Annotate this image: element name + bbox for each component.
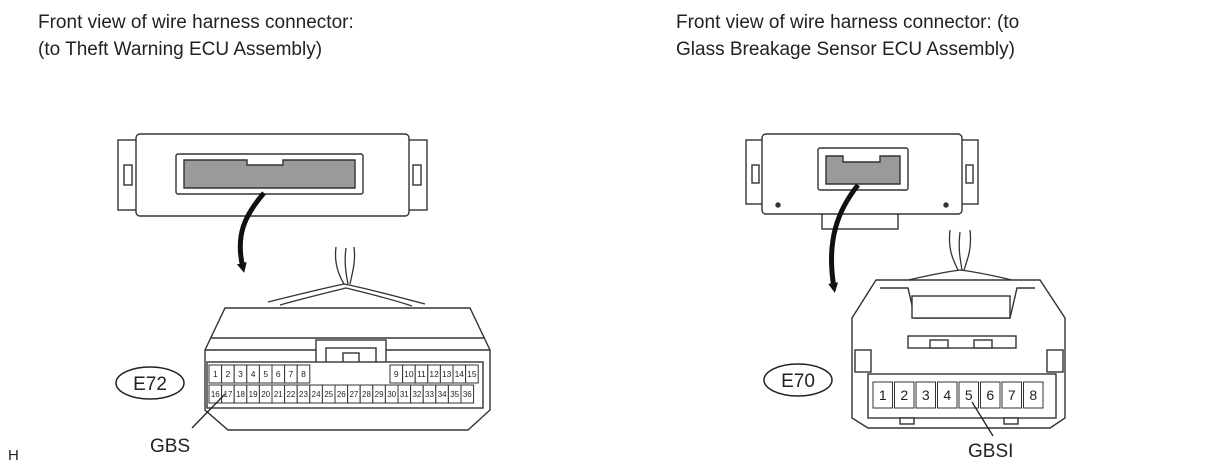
corner-mark: H bbox=[8, 447, 19, 464]
mating-arrow-right bbox=[828, 183, 860, 293]
left-bottom-pin: 22 bbox=[286, 390, 295, 399]
left-bottom-pin: 20 bbox=[261, 390, 270, 399]
left-top-pin: 3 bbox=[238, 369, 243, 379]
left-top-pin-cell bbox=[296, 364, 311, 384]
right-pin: 6 bbox=[986, 387, 994, 403]
right-pin: 4 bbox=[943, 387, 951, 403]
left-top-pin: 4 bbox=[251, 369, 256, 379]
left-top-pin: 2 bbox=[226, 369, 231, 379]
right-pin: 8 bbox=[1029, 387, 1037, 403]
left-connector-code-badge bbox=[115, 366, 185, 400]
right-pin-cell bbox=[872, 381, 893, 409]
left-bottom-pin: 25 bbox=[324, 390, 333, 399]
left-top-pin: 11 bbox=[417, 369, 426, 379]
ecu-left-ear-slot bbox=[123, 164, 133, 186]
left-bottom-pin: 33 bbox=[425, 390, 434, 399]
right-pin-cell bbox=[1023, 381, 1044, 409]
left-top-pin: 5 bbox=[263, 369, 268, 379]
left-top-pin: 13 bbox=[442, 369, 452, 379]
left-bottom-pin: 36 bbox=[463, 390, 472, 399]
right-pin-cell bbox=[958, 381, 979, 409]
left-top-pin: 10 bbox=[404, 369, 414, 379]
left-top-pin: 14 bbox=[455, 369, 465, 379]
right-pin-cell bbox=[1001, 381, 1022, 409]
left-top-pin: 12 bbox=[429, 369, 439, 379]
right-pin-cell bbox=[915, 381, 936, 409]
left-bottom-pin: 26 bbox=[337, 390, 346, 399]
right-pin: 2 bbox=[900, 387, 908, 403]
right-wire-bundle bbox=[899, 229, 1021, 283]
left-bottom-pin: 18 bbox=[236, 390, 245, 399]
left-bottom-pin-cell bbox=[460, 384, 475, 404]
ecu-right-ear-slot bbox=[412, 164, 422, 186]
right-pin-cell bbox=[980, 381, 1001, 409]
gbs-ecu-socket-cavity bbox=[825, 155, 901, 185]
left-top-pin-cell bbox=[465, 364, 479, 384]
left-top-pin: 15 bbox=[467, 369, 477, 379]
left-bottom-pin: 24 bbox=[312, 390, 321, 399]
left-bottom-pin: 28 bbox=[362, 390, 371, 399]
right-pin: 1 bbox=[879, 387, 887, 403]
left-top-pin: 7 bbox=[289, 369, 294, 379]
left-top-pin: 6 bbox=[276, 369, 281, 379]
right-caption-line-2: Glass Breakage Sensor ECU Assembly) bbox=[676, 39, 1015, 60]
theft-warning-ecu-housing bbox=[117, 133, 428, 217]
left-wire-bundle bbox=[267, 246, 426, 307]
left-bottom-pin: 31 bbox=[400, 390, 409, 399]
left-caption-line-1: Front view of wire harness connector: bbox=[38, 12, 354, 33]
left-bottom-pin: 35 bbox=[450, 390, 459, 399]
left-caption: Front view of wire harness connector: (t… bbox=[38, 9, 354, 63]
left-top-pin: 1 bbox=[213, 369, 218, 379]
right-connector-code: E70 bbox=[781, 371, 815, 392]
left-bottom-pin: 27 bbox=[349, 390, 358, 399]
left-bottom-pin: 30 bbox=[387, 390, 396, 399]
left-bottom-pin: 34 bbox=[438, 390, 447, 399]
right-caption: Front view of wire harness connector: (t… bbox=[676, 9, 1019, 63]
gbs-leader-line bbox=[191, 393, 226, 429]
right-pin: 5 bbox=[965, 387, 973, 403]
ecu-socket-cavity bbox=[183, 159, 356, 189]
right-pin: 7 bbox=[1008, 387, 1016, 403]
gbsi-leader-line bbox=[971, 401, 994, 437]
right-pin-cell bbox=[894, 381, 915, 409]
right-caption-line-1: Front view of wire harness connector: (t… bbox=[676, 12, 1020, 33]
mating-arrow-left bbox=[236, 191, 266, 273]
left-top-pin: 8 bbox=[301, 369, 306, 379]
left-caption-line-2: (to Theft Warning ECU Assembly) bbox=[38, 39, 323, 60]
left-bottom-pin: 21 bbox=[274, 390, 283, 399]
glass-breakage-ecu-housing bbox=[745, 133, 979, 230]
left-top-pin: 9 bbox=[394, 369, 399, 379]
right-pin-cell bbox=[937, 381, 958, 409]
left-bottom-pin: 32 bbox=[412, 390, 421, 399]
gbs-terminal-label: GBS bbox=[150, 436, 190, 457]
left-bottom-pin: 19 bbox=[249, 390, 258, 399]
left-bottom-pin: 17 bbox=[223, 390, 232, 399]
left-connector-code: E72 bbox=[133, 374, 167, 395]
right-connector-code-badge bbox=[763, 363, 833, 397]
right-pin: 3 bbox=[922, 387, 930, 403]
gbsi-terminal-label: GBSI bbox=[968, 441, 1013, 462]
left-bottom-pin: 16 bbox=[211, 390, 220, 399]
left-bottom-pin: 23 bbox=[299, 390, 308, 399]
left-bottom-pin: 29 bbox=[375, 390, 384, 399]
